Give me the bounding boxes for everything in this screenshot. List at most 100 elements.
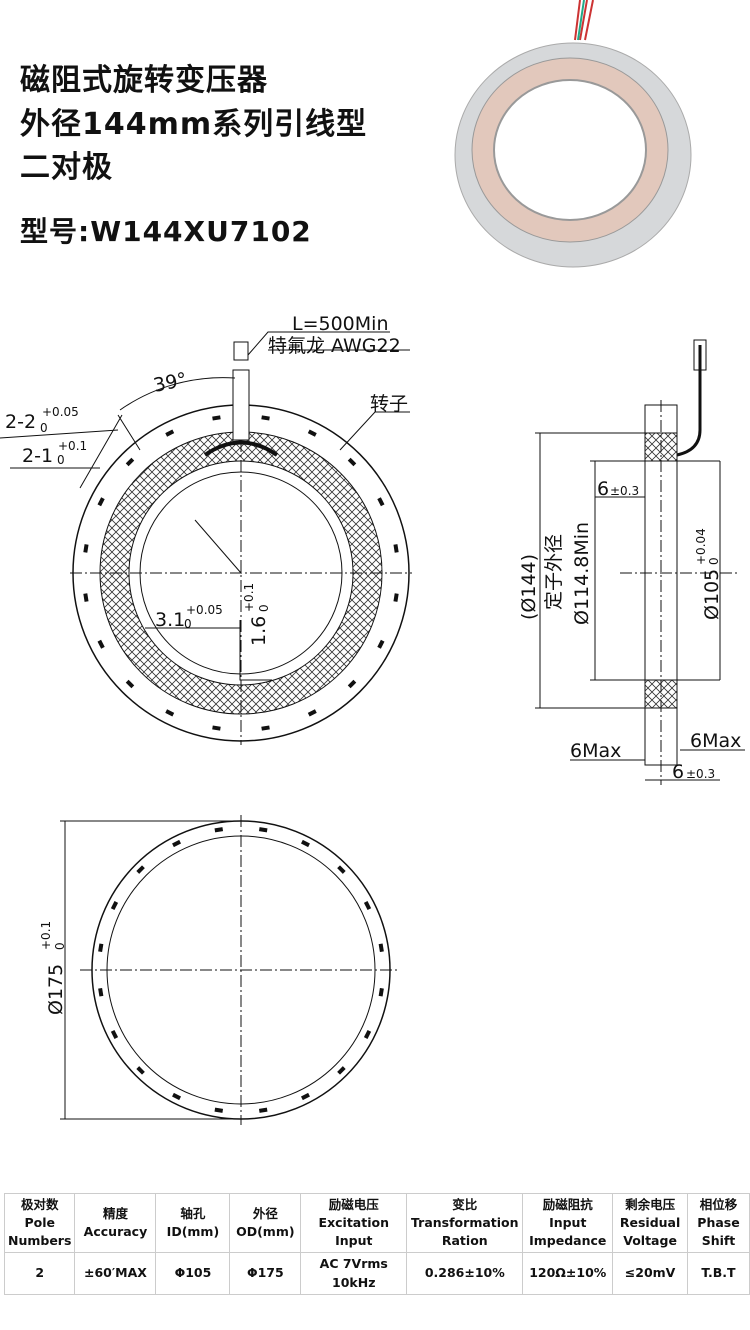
product-photo: [454, 0, 692, 268]
mounting-slot: [110, 1029, 119, 1039]
hole1-label: 2-2: [5, 411, 36, 433]
svg-text:0: 0: [57, 453, 65, 467]
header-text: 剩余电压: [625, 1197, 676, 1212]
product-title-line1: 磁阻式旋转变压器: [20, 63, 268, 98]
svg-text:定子外径: 定子外径: [543, 534, 565, 610]
header-text: 外径: [252, 1206, 278, 1222]
mounting-slot: [377, 497, 385, 507]
mounting-slot: [347, 457, 357, 467]
bottom-view: [60, 815, 400, 1125]
mounting-slot: [347, 679, 357, 689]
table-header: 励磁电压 Excitation Input: [300, 1192, 408, 1254]
table-header: 轴孔 ID(mm): [155, 1192, 231, 1254]
header-text: ID(mm): [166, 1224, 220, 1240]
stator-od-label: (Ø144): [518, 554, 540, 620]
table-cell: Φ175: [229, 1252, 302, 1295]
product-title-line3: 二对极: [20, 150, 113, 185]
mounting-slot: [212, 725, 221, 731]
svg-text:0: 0: [184, 617, 192, 631]
header-text: Residual: [619, 1215, 681, 1231]
header-text: 极对数: [20, 1197, 59, 1212]
thickness-bottom-label: 6: [672, 761, 684, 783]
table-cell: AC 7Vrms 10kHz: [300, 1252, 408, 1295]
svg-text:+0.05: +0.05: [42, 405, 79, 419]
mounting-slot: [393, 544, 399, 553]
mounting-slot: [98, 943, 104, 953]
front-view: /* slots drawn below */: [0, 331, 412, 745]
mounting-slot: [97, 497, 105, 507]
header-text: Excitation Input: [318, 1215, 389, 1249]
table-cell: 2: [3, 1252, 76, 1295]
table-cell: 120Ω±10%: [522, 1252, 614, 1295]
rotor-label: 转子: [370, 393, 408, 415]
mounting-slot: [377, 639, 385, 649]
header-text: 励磁电压: [328, 1197, 379, 1212]
header-text: 变比: [452, 1197, 478, 1212]
table-header: 外径 OD(mm): [229, 1192, 302, 1254]
key-depth-label: 1.6: [248, 616, 270, 646]
mounting-slot: [337, 1066, 346, 1075]
drawings: /* slots drawn below */ L=500Min 特氟龙 AWG…: [0, 0, 745, 1125]
min-id-label: Ø114.8Min: [571, 522, 593, 625]
mounting-slot: [172, 1092, 182, 1101]
header-text: 轴孔: [180, 1206, 206, 1222]
rotor-id-label: Ø105: [701, 569, 723, 620]
table-cell: ±60′MAX: [74, 1252, 157, 1295]
header-text: 相位移: [699, 1197, 738, 1212]
mounting-slot: [378, 943, 384, 953]
header-text: 励磁阻抗: [542, 1197, 593, 1212]
mounting-slot: [83, 593, 89, 602]
side-view: [535, 339, 745, 785]
mounting-slot: [165, 709, 175, 717]
header-text: Phase: [697, 1215, 740, 1231]
front-view-labels: L=500Min 特氟龙 AWG22 39° 2-2 +0.05 0 2-1 +…: [5, 313, 408, 646]
bottom-view-labels: Ø175 +0.1 0: [39, 921, 67, 1015]
table-cell: T.B.T: [686, 1252, 750, 1295]
svg-text:±0.3: ±0.3: [686, 767, 715, 781]
header-text: OD(mm): [236, 1224, 295, 1240]
max-right-label: 6Max: [690, 730, 741, 752]
header-text: Impedance: [529, 1233, 607, 1249]
header-text: Accuracy: [83, 1224, 148, 1240]
mounting-slot: [172, 839, 182, 848]
mounting-slot: [136, 1066, 145, 1075]
mounting-slot: [125, 679, 135, 689]
mounting-slot: [378, 987, 384, 997]
svg-text:+0.05: +0.05: [186, 603, 223, 617]
wire-label: 特氟龙 AWG22: [268, 335, 401, 357]
angle-label: 39°: [151, 368, 189, 397]
product-title-line2: 外径144mm系列引线型: [20, 107, 368, 142]
mounting-slot: [136, 865, 145, 874]
svg-text:+0.1: +0.1: [39, 921, 53, 950]
header-text: Input: [549, 1215, 587, 1231]
svg-text:+0.1: +0.1: [58, 439, 87, 453]
mounting-slot: [214, 827, 224, 833]
key-width-label: 3.1: [155, 609, 185, 631]
header-text: Ration: [441, 1233, 488, 1249]
mounting-slot: [83, 544, 89, 553]
max-left-label: 6Max: [570, 740, 621, 762]
svg-text:0: 0: [53, 942, 67, 950]
mounting-slot: [363, 1029, 372, 1039]
mounting-slot: [98, 987, 104, 997]
mounting-slot: [258, 1107, 268, 1113]
mounting-slot: [307, 709, 317, 717]
mounting-slot: [97, 639, 105, 649]
svg-text:0: 0: [40, 421, 48, 435]
header-text: Transformation: [411, 1215, 519, 1231]
table-cell: ≤20mV: [612, 1252, 688, 1295]
svg-text:+0.1: +0.1: [242, 583, 256, 612]
od-label: Ø175: [45, 964, 67, 1015]
header-text: Pole: [24, 1215, 55, 1231]
mounting-slot: [393, 593, 399, 602]
mounting-slot: [258, 827, 268, 833]
svg-text:+0.04: +0.04: [694, 528, 708, 565]
